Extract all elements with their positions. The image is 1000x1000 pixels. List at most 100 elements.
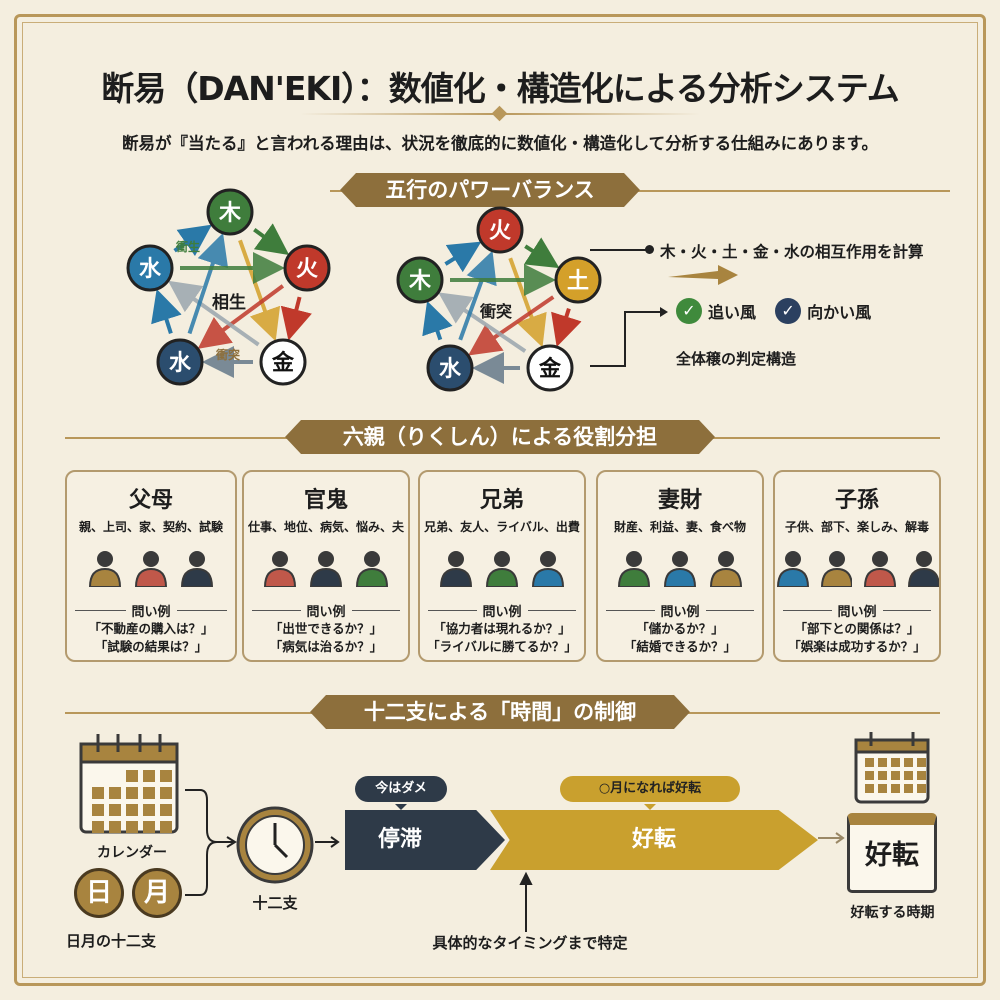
day-month-label: 日月の十二支 [66,932,157,950]
element-node [126,244,174,292]
card-icons [420,547,584,589]
stagnation-arrow: 停滞 [345,810,505,870]
improvement-arrow: 好転 [490,810,818,870]
element-node [396,256,444,304]
star-arrow [438,292,527,353]
left-bottom-label: 衝突 [216,348,241,362]
subordinate-icon [820,551,852,587]
question-label: 問い例 [598,601,762,620]
card-title: 子孫 [834,488,879,513]
outer-frame [14,14,986,986]
improvement-label: 好転 [631,827,676,852]
element-label: 木 [408,269,432,294]
tailwind-badge: ✓追い風 [676,298,756,324]
coins-stack-icon [617,551,651,587]
star-arrow [197,284,285,349]
growth-chart-icon [663,551,697,587]
element-node [426,344,474,392]
stethoscope-icon [907,551,939,587]
question-label: 問い例 [244,601,408,620]
card-keywords: 財産、利益、妻、食べ物 [613,520,746,534]
cycle-arrow [280,296,312,341]
page-subtitle: 断易が『当たる』と言われる理由は、状況を徹底的に数値化・構造化して分析する仕組み… [121,134,879,153]
small-calendar-icon [854,732,930,804]
left-center-label: 相生 [212,293,246,313]
arrow-right-icon [818,832,845,844]
result-label: 好転する時期 [850,905,935,921]
card-2: 兄弟 兄弟、友人、ライバル、出費 問い例 「協力者は現れるか？」 「ライバルに勝… [418,470,586,662]
calc-connector [590,249,648,251]
element-label: 火 [296,257,318,282]
calendar-label: カレンダー [97,845,167,861]
child-icon [776,551,809,587]
element-node [259,338,307,386]
example-question: 「試験の結果は？」 [94,639,208,654]
card-3: 妻財 財産、利益、妻、食べ物 問い例 「儲かるか？」 「結婚できるか？」 [596,470,764,662]
element-label: 金 [538,356,562,382]
coin-icon [531,551,565,587]
clock-label: 十二支 [252,894,298,912]
element-label: 金 [271,350,295,376]
cycle-arrow [253,223,290,256]
gold-arrow-icon [668,265,738,285]
star-arrow [468,295,555,356]
handshake-icon [485,551,519,587]
headwind-label: 向かい風 [807,303,872,322]
element-label: 水 [139,257,162,282]
star-arrow [238,239,281,342]
woman-icon [863,551,896,587]
question-label: 問い例 [420,601,584,620]
question-label: 問い例 [775,601,939,620]
star-arrow [187,232,229,335]
example-question: 「部下との関係は？」 [794,621,920,636]
element-label: 火 [489,219,511,244]
element-label: 木 [218,201,242,226]
card-1: 官鬼 仕事、地位、病気、悩み、夫 問い例 「出世できるか？」 「病気は治るか？」 [242,470,410,662]
card-keywords: 子供、部下、楽しみ、解毒 [784,520,929,534]
calendar-icon [79,734,179,834]
headwind-badge: ✓ 向かい風 [775,298,871,324]
card-title: 妻財 [657,488,702,513]
cycle-arrow [523,237,560,269]
card-title: 父母 [128,488,173,513]
food-icon [709,551,743,587]
card-title: 兄弟 [479,488,524,513]
clock-icon [236,806,314,884]
check-icon: ✓ [775,298,802,324]
example-question: 「結婚できるか？」 [623,639,737,654]
card-0: 父母 親、上司、家、契約、試験 問い例 「不動産の購入は？」 「試験の結果は？」 [65,470,237,662]
element-label: 水 [169,351,192,376]
calc-text: 木・火・土・金・水の相互作用を計算 [660,243,924,261]
structure-connector [590,307,668,367]
wind-badges: ✓追い風 ✓ 向かい風 [676,298,885,324]
element-node [476,206,524,254]
example-question: 「娯楽は成功するか？」 [788,639,926,654]
now-bubble: 今はダメ [355,776,447,810]
section1-heading: 五行のパワーバランス [340,173,640,207]
card-icons [244,547,408,589]
sun-badge: 日 [74,868,124,918]
example-question: 「不動産の購入は？」 [88,621,214,636]
right-center-label: 衝突 [480,302,513,321]
timing-text: 具体的なタイミングまで特定 [432,934,628,952]
star-arrow [458,250,497,341]
element-node [283,244,331,292]
star-arrow [167,280,260,347]
moon-badge: 月 [132,868,182,918]
cycle-arrow [551,307,582,348]
cycle-arrow [422,300,453,341]
section2-heading: 六親（りくしん）による役割分担 [285,420,715,454]
card-title: 官鬼 [303,488,348,513]
example-question: 「協力者は現れるか？」 [433,621,571,636]
check-icon: ✓ [676,298,702,324]
arrow-up-icon [519,871,533,932]
inner-frame [22,22,978,978]
card-keywords: 仕事、地位、病気、悩み、夫 [247,520,404,534]
page-title: 断易（DAN'EKI）：数値化・構造化による分析システム [101,69,900,108]
family-house-icon [134,551,168,587]
officer-icon [263,551,297,587]
flow-connectors [185,789,340,896]
